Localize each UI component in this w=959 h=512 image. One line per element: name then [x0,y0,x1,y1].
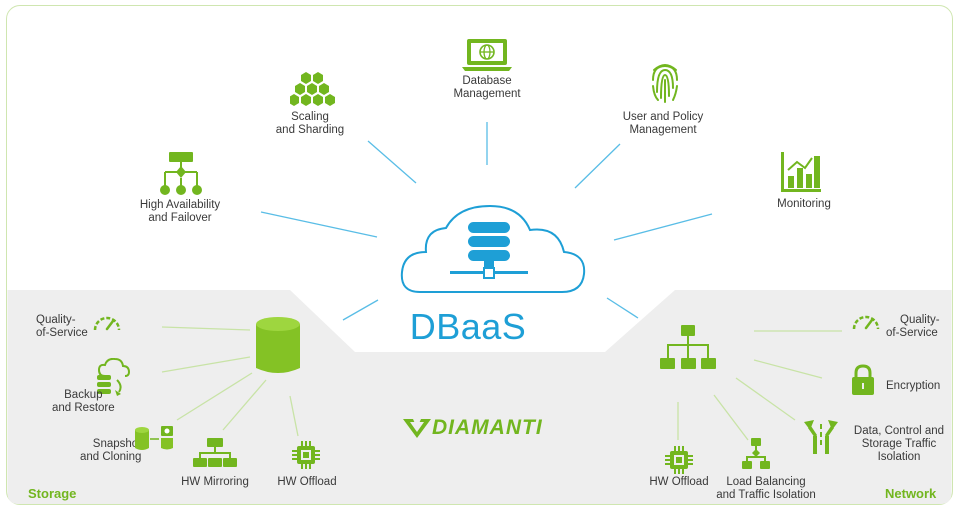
cloud-backup-icon [97,358,131,396]
encryption-label: Encryption [886,380,941,392]
server-stack-icon [450,222,528,279]
storage-qos-label: Quality- of-Service [36,314,88,339]
chip-icon [292,441,320,469]
snapshot-cloning-label: Snapshot and Cloning [80,438,142,463]
failover-tree-icon [160,152,202,195]
monitoring-label: Monitoring [777,198,831,210]
network-tree-icon [660,325,716,369]
bar-chart-icon [781,152,821,192]
load-balancing-label: Load Balancing and Traffic Isolation [716,476,816,501]
balance-tree-icon [742,438,770,469]
cloud-icon [400,204,586,293]
backup-restore-label: Backup and Restore [52,389,115,414]
traffic-isolation-label: Data, Control and Storage Traffic Isolat… [853,425,945,463]
network-connectors [677,330,842,441]
network-qos-label: Quality- of-Service [886,314,940,339]
dbaas-title: DBaaS [409,306,527,347]
globe-laptop-icon [462,39,512,71]
storage-hw-offload-label: HW Offload [277,476,337,488]
fingerprint-icon [652,64,678,103]
diamanti-logo-mark [403,419,431,438]
split-arrows-icon [804,420,838,454]
network-section-label: Network [885,486,937,501]
padlock-icon [852,364,874,395]
cloud-connectors [260,122,713,321]
database-management-label: Database Management [453,75,521,100]
speedometer-icon [852,315,880,330]
hexagon-cluster-icon [290,72,335,106]
user-policy-label: User and Policy Management [622,111,704,136]
storage-connectors [161,326,299,437]
scaling-sharding-label: Scaling and Sharding [275,111,345,136]
snapshot-icon [135,426,173,450]
diamanti-logo-text: DIAMANTI [432,416,543,439]
database-cylinder-icon [256,317,300,373]
bottom-panel [7,290,952,504]
network-hw-offload-label: HW Offload [649,476,709,488]
chip-icon [665,446,693,474]
speedometer-icon [93,316,121,331]
storage-section-label: Storage [28,486,77,501]
mirror-tree-icon [193,438,237,467]
diagram-frame [6,5,953,505]
hw-mirroring-label: HW Mirroring [181,476,249,488]
high-availability-label: High Availability and Failover [139,199,221,224]
